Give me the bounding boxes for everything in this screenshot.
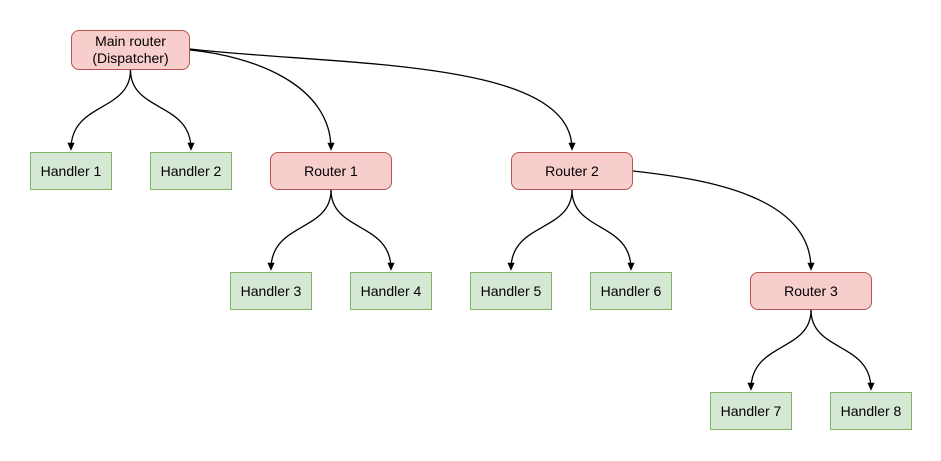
node-handler-4: Handler 4 [350,272,432,310]
edge-router1-to-handler3 [267,189,332,271]
node-main-router-label-line2: (Dispatcher) [92,50,169,66]
node-handler-7-label: Handler 7 [720,402,782,419]
edge-router3-to-handler7 [747,309,812,391]
node-handler-8-label: Handler 8 [840,402,902,419]
node-handler-2: Handler 2 [150,152,232,190]
node-handler-3-label: Handler 3 [240,282,302,299]
edge-main-to-router1 [189,49,335,151]
node-handler-1: Handler 1 [30,152,112,190]
node-handler-6-label: Handler 6 [600,282,662,299]
node-handler-5: Handler 5 [470,272,552,310]
edge-main-to-handler2 [129,69,195,151]
edge-router1-to-handler4 [330,189,395,271]
node-handler-3: Handler 3 [230,272,312,310]
node-router-2-label: Router 2 [545,162,599,179]
node-handler-8: Handler 8 [830,392,912,430]
node-handler-5-label: Handler 5 [480,282,542,299]
edge-main-to-handler1 [67,69,132,151]
edge-main-to-router2 [189,48,576,151]
edge-router2-to-handler6 [571,189,635,271]
node-router-3-label: Router 3 [784,282,838,299]
node-router-1-label: Router 1 [304,162,358,179]
node-main-router: Main router (Dispatcher) [71,30,190,70]
node-main-router-label-line1: Main router [95,33,166,49]
node-router-1: Router 1 [270,152,392,190]
node-handler-6: Handler 6 [590,272,672,310]
edge-router2-to-router3 [632,170,815,271]
node-router-2: Router 2 [511,152,633,190]
edge-router3-to-handler8 [810,309,875,391]
node-handler-4-label: Handler 4 [360,282,422,299]
node-router-3: Router 3 [750,272,872,310]
node-handler-1-label: Handler 1 [40,162,102,179]
node-handler-2-label: Handler 2 [160,162,222,179]
node-handler-7: Handler 7 [710,392,792,430]
edge-router2-to-handler5 [507,189,573,271]
